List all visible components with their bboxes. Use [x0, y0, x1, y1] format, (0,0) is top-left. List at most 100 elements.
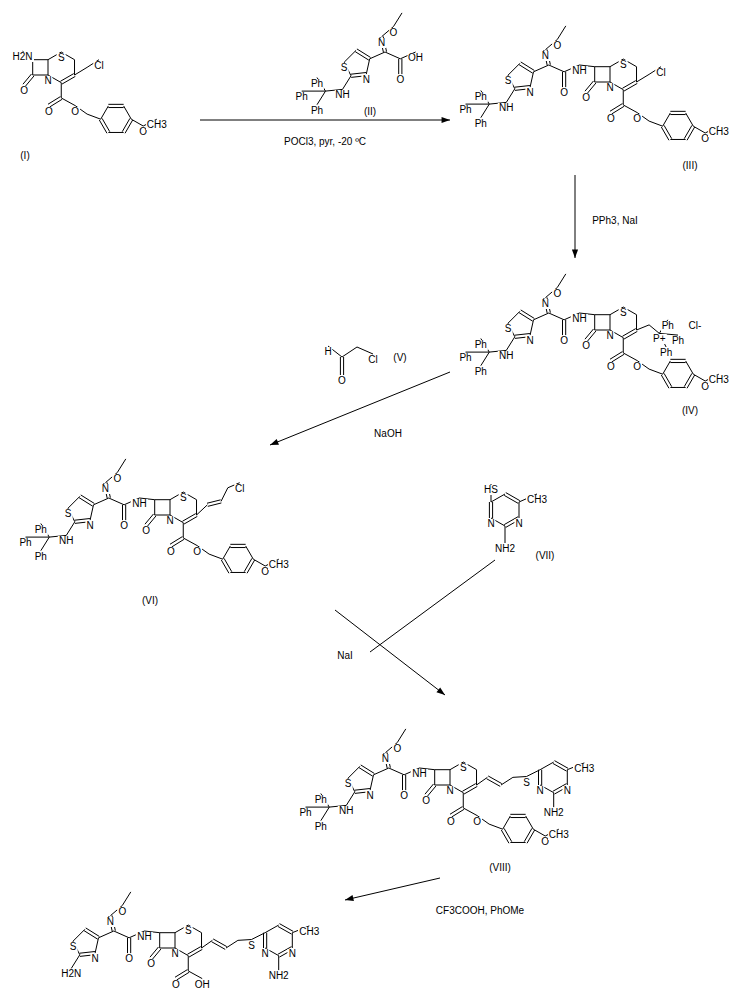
compound-number: (V) [392, 353, 407, 363]
single-bond [155, 499, 170, 500]
double-bond [150, 947, 159, 957]
single-bond [610, 67, 611, 82]
double-bond [462, 784, 475, 792]
atom-label: O [472, 817, 482, 827]
atom-label: N [525, 88, 534, 98]
double-bond [515, 86, 530, 88]
compound-number: (VI) [141, 596, 159, 606]
atom-label: O [552, 41, 562, 51]
single-bond [503, 816, 511, 829]
double-bond [212, 942, 226, 950]
atom-label: S [179, 493, 188, 503]
double-bond [624, 83, 637, 91]
single-bond [557, 274, 566, 288]
single-bond [506, 89, 515, 103]
double-bond [541, 770, 542, 785]
atom-label: O [146, 959, 156, 969]
double-bond [361, 765, 375, 774]
reagent-label: NaOH [373, 429, 403, 439]
double-bond [351, 73, 366, 75]
atom-label: O [559, 88, 569, 98]
atom-label: H [323, 347, 332, 357]
single-bond [693, 374, 705, 381]
atom-label: Ph [314, 822, 328, 832]
double-bond [670, 362, 685, 363]
atom-label: O [119, 521, 129, 531]
double-bond [355, 789, 370, 791]
atom-label: O [399, 791, 409, 801]
atom-label: N [362, 75, 371, 85]
single-bond [385, 52, 400, 59]
single-bond [477, 777, 488, 785]
single-bond [131, 119, 143, 126]
single-bond [370, 52, 385, 59]
reaction-arrow [335, 610, 445, 695]
atom-label: Ph [295, 92, 309, 102]
atom-label: NH2 [543, 808, 565, 818]
atom-label: N [365, 791, 374, 801]
single-bond [246, 546, 254, 559]
double-bond [170, 537, 182, 545]
double-bond [554, 761, 568, 769]
single-bond [434, 770, 435, 785]
double-bond [145, 514, 154, 524]
double-bond [405, 775, 406, 790]
single-bond [265, 925, 279, 933]
single-bond [623, 353, 637, 361]
double-bond [425, 784, 434, 794]
double-bond [266, 933, 267, 948]
single-bond [530, 320, 533, 335]
reaction-arrow [575, 175, 576, 258]
atom-label: N [377, 38, 386, 48]
atom-label: Ph [661, 321, 675, 331]
atom-label: N [605, 83, 614, 93]
atom-label: N [486, 519, 495, 529]
atom-label: Cl [93, 61, 104, 71]
atom-label: O [141, 526, 151, 536]
atom-label: CH3 [298, 927, 320, 937]
atom-label: O [581, 93, 591, 103]
atom-label: CH3 [146, 120, 168, 130]
single-bond [343, 76, 352, 90]
single-bond [595, 66, 610, 67]
single-bond [66, 522, 75, 536]
atom-label: N [514, 519, 523, 529]
atom-label: O [395, 75, 405, 85]
atom-label: S [184, 926, 193, 936]
single-bond [117, 459, 126, 473]
double-bond [60, 74, 73, 82]
atom-label: S [619, 60, 628, 70]
single-bond [124, 106, 132, 119]
single-bond [170, 500, 171, 515]
single-bond [435, 769, 450, 770]
double-bond [402, 775, 403, 790]
atom-label: O [19, 86, 29, 96]
atom-label: NH [571, 314, 587, 324]
double-bond [519, 313, 533, 322]
single-bond [221, 488, 228, 502]
atom-label: O [117, 907, 127, 917]
single-bond [366, 59, 369, 74]
atom-label: O [70, 107, 80, 117]
atom-label: Ph [314, 795, 328, 805]
single-bond [508, 311, 520, 323]
double-bond [521, 310, 535, 319]
double-bond [340, 357, 341, 375]
single-bond [394, 13, 403, 27]
double-bond [48, 97, 60, 105]
single-bond [663, 113, 671, 126]
single-bond [463, 808, 477, 816]
single-bond [87, 114, 101, 119]
double-bond [125, 120, 133, 133]
single-bond [370, 775, 373, 790]
single-bond [508, 63, 520, 75]
double-bond [427, 786, 436, 796]
single-bond [670, 387, 685, 388]
double-bond [62, 76, 75, 84]
double-bond [504, 495, 518, 503]
reagent-label: POCl3, pyr, -20 ºC [283, 137, 367, 147]
atom-label: Ph [34, 552, 48, 562]
single-bond [209, 554, 223, 559]
double-bond [585, 329, 594, 339]
double-bond [506, 493, 520, 501]
